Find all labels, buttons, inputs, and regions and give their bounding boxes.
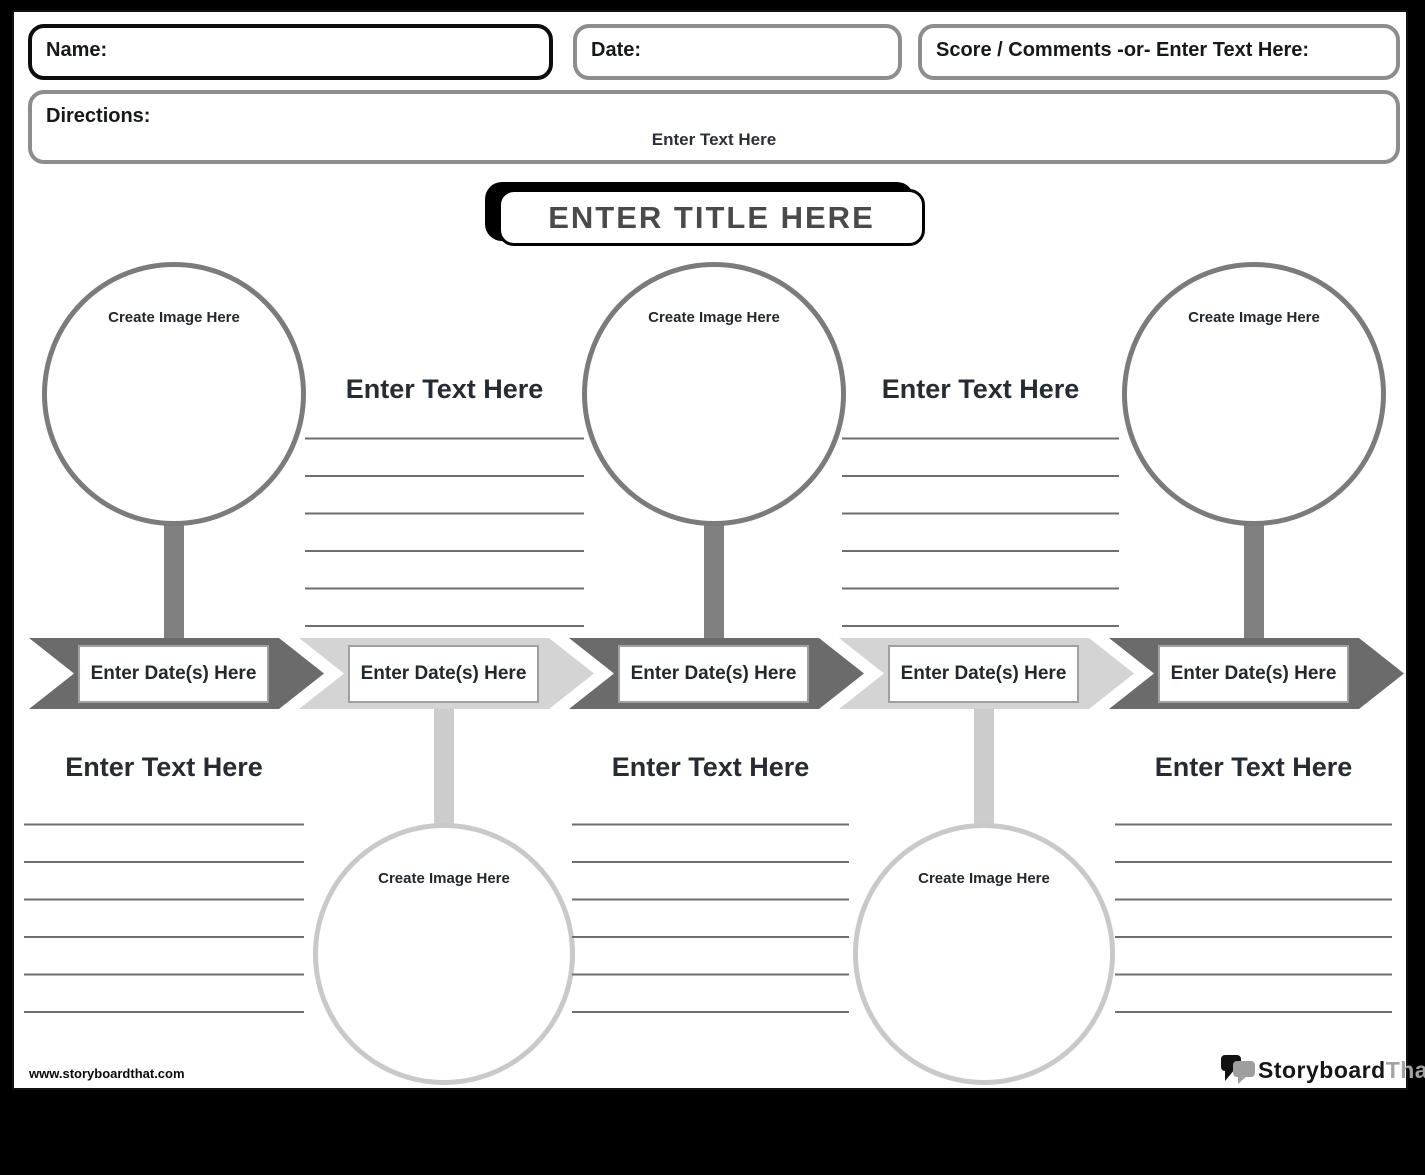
image-circle-2[interactable]: Create Image Here <box>313 823 575 1085</box>
date-box-3[interactable]: Enter Date(s) Here <box>618 645 809 703</box>
text-block-bottom-1-heading[interactable]: Enter Text Here <box>65 752 263 782</box>
text-block-top-1-heading[interactable]: Enter Text Here <box>345 374 544 404</box>
logo-text-that: That <box>1385 1056 1425 1083</box>
text-block-top-1-lines[interactable] <box>305 402 584 627</box>
worksheet-page: Name: Date: Score / Comments -or- Enter … <box>12 10 1425 1090</box>
image-circle-1[interactable]: Create Image Here <box>42 262 306 526</box>
stem-connector-3 <box>704 517 724 642</box>
score-comments-field[interactable]: Score / Comments -or- Enter Text Here: <box>918 24 1400 80</box>
stem-connector-5 <box>1244 517 1264 642</box>
text-block-bottom-3-lines[interactable] <box>1115 788 1392 1013</box>
image-circle-5[interactable]: Create Image Here <box>1122 262 1386 526</box>
date-box-1[interactable]: Enter Date(s) Here <box>78 645 269 703</box>
logo-text-storyboard: Storyboard <box>1258 1056 1386 1083</box>
image-circle-3[interactable]: Create Image Here <box>582 262 846 526</box>
name-label: Name: <box>46 39 108 61</box>
image-circle-3-label: Create Image Here <box>648 309 780 326</box>
text-block-bottom-2-lines[interactable] <box>572 788 849 1013</box>
title-plaque[interactable]: ENTER TITLE HERE <box>498 189 925 246</box>
directions-placeholder-text[interactable]: Enter Text Here <box>651 130 777 149</box>
footer-url: www.storyboardthat.com <box>29 1066 185 1081</box>
directions-field[interactable]: Directions: Enter Text Here <box>28 90 1400 164</box>
score-comments-label: Score / Comments -or- Enter Text Here: <box>936 39 1310 61</box>
text-block-bottom-3-heading[interactable]: Enter Text Here <box>1154 752 1353 782</box>
text-block-top-2-lines[interactable] <box>842 402 1119 627</box>
text-block-top-2-heading[interactable]: Enter Text Here <box>881 374 1080 404</box>
text-block-bottom-2-heading[interactable]: Enter Text Here <box>611 752 810 782</box>
date-box-4[interactable]: Enter Date(s) Here <box>888 645 1079 703</box>
image-circle-5-label: Create Image Here <box>1188 309 1320 326</box>
date-box-5[interactable]: Enter Date(s) Here <box>1158 645 1349 703</box>
date-label: Date: <box>591 39 642 61</box>
stem-connector-4 <box>974 707 994 829</box>
directions-label: Directions: <box>46 105 151 127</box>
image-circle-2-label: Create Image Here <box>378 870 510 887</box>
logo-text: StoryboardThat <box>1258 1057 1425 1084</box>
image-circle-4[interactable]: Create Image Here <box>853 823 1115 1085</box>
stem-connector-2 <box>434 707 454 829</box>
storyboardthat-logo: StoryboardThat <box>1220 1054 1425 1086</box>
stem-connector-1 <box>164 517 184 642</box>
date-field[interactable]: Date: <box>573 24 902 80</box>
text-block-bottom-1-lines[interactable] <box>24 788 304 1013</box>
image-circle-1-label: Create Image Here <box>108 309 240 326</box>
image-circle-4-label: Create Image Here <box>918 870 1050 887</box>
title-text: ENTER TITLE HERE <box>548 199 875 235</box>
date-box-2[interactable]: Enter Date(s) Here <box>348 645 539 703</box>
name-field[interactable]: Name: <box>28 24 553 80</box>
speech-bubbles-icon <box>1221 1055 1255 1084</box>
